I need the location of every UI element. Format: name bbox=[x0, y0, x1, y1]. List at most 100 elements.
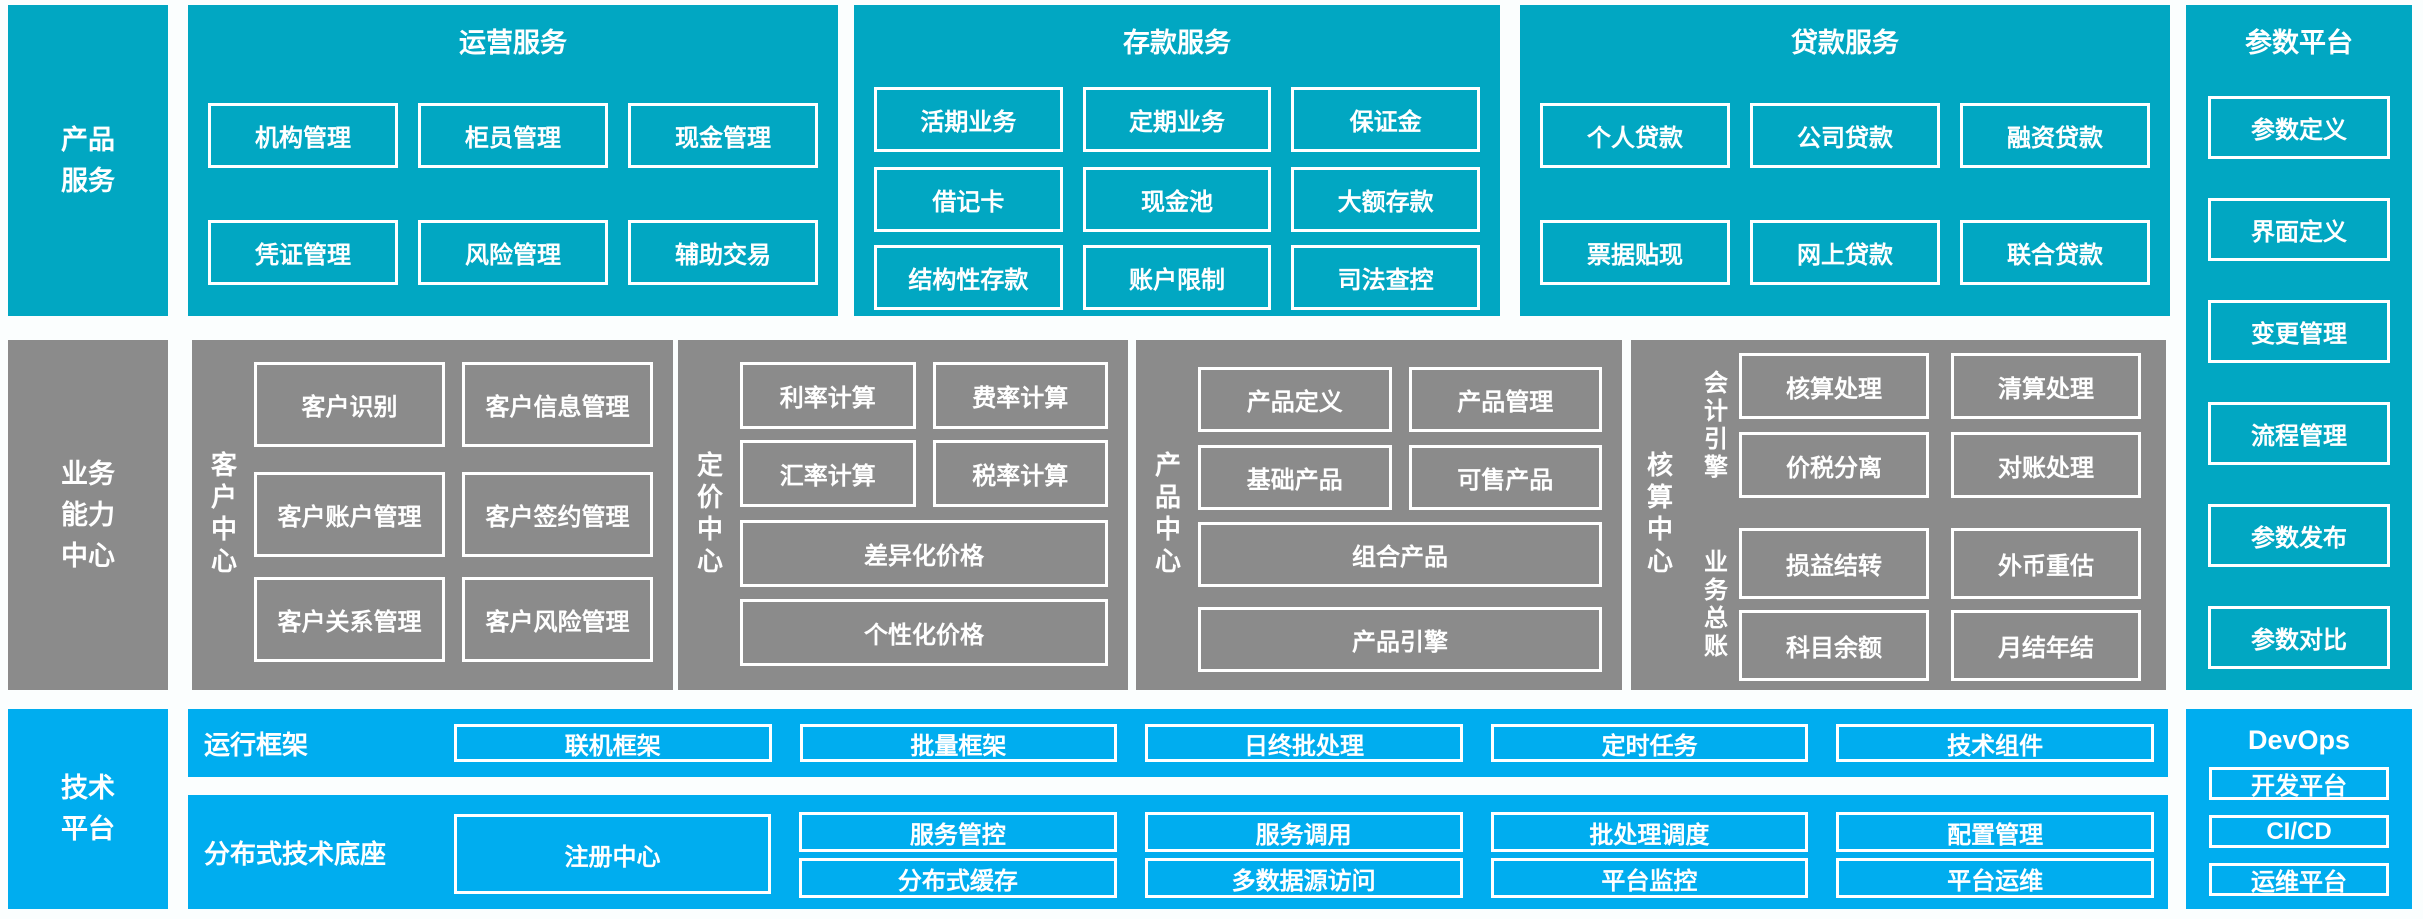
deposit-box: 账户限制 bbox=[1082, 245, 1272, 310]
product-box: 组合产品 bbox=[1198, 522, 1602, 587]
box-row: 个性化价格 bbox=[740, 599, 1108, 666]
box-row: 差异化价格 bbox=[740, 520, 1108, 587]
box-row: 核算处理 清算处理 bbox=[1739, 353, 2141, 419]
runtime-box: 技术组件 bbox=[1836, 724, 2154, 762]
param-box: 流程管理 bbox=[2208, 402, 2390, 465]
product-box: 可售产品 bbox=[1408, 445, 1602, 510]
box-row: 客户关系管理 客户风险管理 bbox=[254, 577, 653, 662]
panel-vertical-label: 定价中心 bbox=[693, 451, 724, 579]
sidebar-label-line: 平台 bbox=[61, 814, 115, 844]
band-distributed-base: 分布式技术底座 注册中心 服务管控 服务调用 批处理调度 配置管理 分布式缓存 … bbox=[188, 795, 2168, 909]
box-row: 科目余额 月结年结 bbox=[1739, 610, 2141, 681]
runtime-box: 定时任务 bbox=[1490, 724, 1809, 762]
deposit-box: 现金池 bbox=[1082, 167, 1272, 232]
devops-box: 运维平台 bbox=[2209, 863, 2389, 896]
ops-box: 现金管理 bbox=[628, 103, 818, 168]
ops-box: 风险管理 bbox=[418, 220, 608, 285]
runtime-box: 联机框架 bbox=[454, 724, 772, 762]
product-box: 产品引擎 bbox=[1198, 607, 1602, 672]
product-box: 产品定义 bbox=[1198, 367, 1392, 432]
product-box: 产品管理 bbox=[1408, 367, 1602, 432]
panel-parameter-platform: 参数平台 参数定义 界面定义 变更管理 流程管理 参数发布 参数对比 bbox=[2186, 5, 2412, 690]
accounting-box: 价税分离 bbox=[1739, 432, 1929, 498]
box-row: 凭证管理 风险管理 辅助交易 bbox=[188, 220, 838, 285]
panel-accounting-center: 核算中心 会计引擎 核算处理 清算处理 价税分离 对账处理 业务总账 bbox=[1631, 340, 2166, 690]
pricing-box: 税率计算 bbox=[932, 440, 1108, 507]
band-label: 运行框架 bbox=[204, 729, 309, 760]
panel-vertical-label: 核算中心 bbox=[1643, 451, 1674, 579]
devops-box: CI/CD bbox=[2209, 815, 2389, 848]
box-row: 个人贷款 公司贷款 融资贷款 bbox=[1520, 103, 2170, 168]
sidebar-label-line: 服务 bbox=[61, 165, 115, 196]
box-row: 基础产品 可售产品 bbox=[1198, 445, 1602, 510]
product-box: 基础产品 bbox=[1198, 445, 1392, 510]
panel-title: 存款服务 bbox=[1123, 28, 1231, 58]
panel-pricing-center: 定价中心 利率计算 费率计算 汇率计算 税率计算 差异化价格 个性化价格 bbox=[678, 340, 1128, 690]
group-grid: 核算处理 清算处理 价税分离 对账处理 bbox=[1739, 353, 2141, 498]
distributed-box: 配置管理 bbox=[1836, 812, 2154, 852]
box-row: 价税分离 对账处理 bbox=[1739, 432, 2141, 498]
runtime-box: 日终批处理 bbox=[1145, 724, 1463, 762]
accounting-box: 对账处理 bbox=[1951, 432, 2141, 498]
pricing-box: 差异化价格 bbox=[740, 520, 1108, 587]
panel-operations-services: 运营服务 机构管理 柜员管理 现金管理 凭证管理 风险管理 辅助交易 bbox=[188, 5, 838, 316]
band-runtime-framework: 运行框架 联机框架 批量框架 日终批处理 定时任务 技术组件 bbox=[188, 709, 2168, 777]
loan-box: 融资贷款 bbox=[1960, 103, 2150, 168]
loan-box: 票据贴现 bbox=[1540, 220, 1730, 285]
param-box: 参数定义 bbox=[2208, 96, 2390, 159]
distributed-box: 服务调用 bbox=[1144, 812, 1463, 852]
panel-title: DevOps bbox=[2247, 725, 2351, 755]
business-ledger-group: 业务总账 损益结转 外币重估 科目余额 月结年结 bbox=[1687, 528, 2141, 681]
ops-box: 柜员管理 bbox=[418, 103, 608, 168]
panel-product-center: 产品中心 产品定义 产品管理 基础产品 可售产品 组合产品 产品引擎 bbox=[1136, 340, 1622, 690]
ops-box: 凭证管理 bbox=[208, 220, 398, 285]
sidebar-label-line: 能力 bbox=[61, 499, 115, 530]
panel-customer-center: 客户中心 客户识别 客户信息管理 客户账户管理 客户签约管理 客户关系管理 客户… bbox=[192, 340, 673, 690]
customer-box: 客户风险管理 bbox=[462, 577, 653, 662]
panel-body: 产品定义 产品管理 基础产品 可售产品 组合产品 产品引擎 bbox=[1198, 340, 1622, 690]
customer-box: 客户识别 bbox=[254, 362, 445, 447]
pricing-box: 利率计算 bbox=[740, 362, 916, 429]
box-row: 活期业务 定期业务 保证金 bbox=[854, 87, 1500, 152]
accounting-box: 科目余额 bbox=[1739, 610, 1929, 681]
deposit-box: 大额存款 bbox=[1291, 167, 1481, 232]
devops-box: 开发平台 bbox=[2209, 767, 2389, 800]
param-box: 变更管理 bbox=[2208, 300, 2390, 363]
pricing-box: 个性化价格 bbox=[740, 599, 1108, 666]
panel-body: 客户识别 客户信息管理 客户账户管理 客户签约管理 客户关系管理 客户风险管理 bbox=[254, 340, 673, 690]
deposit-box: 借记卡 bbox=[874, 167, 1063, 232]
box-row: 票据贴现 网上贷款 联合贷款 bbox=[1520, 220, 2170, 285]
customer-box: 客户账户管理 bbox=[254, 472, 445, 557]
registry-center-box: 注册中心 bbox=[454, 814, 771, 894]
panel-body: 利率计算 费率计算 汇率计算 税率计算 差异化价格 个性化价格 bbox=[740, 340, 1128, 690]
distributed-grid: 服务管控 服务调用 批处理调度 配置管理 分布式缓存 多数据源访问 平台监控 平… bbox=[799, 812, 2154, 898]
distributed-box: 平台运维 bbox=[1836, 858, 2154, 898]
deposit-box: 司法查控 bbox=[1291, 245, 1481, 310]
accounting-box: 清算处理 bbox=[1951, 353, 2141, 419]
box-row: 客户账户管理 客户签约管理 bbox=[254, 472, 653, 557]
panel-body: 会计引擎 核算处理 清算处理 价税分离 对账处理 业务总账 损益结转 bbox=[1687, 340, 2166, 690]
accounting-engine-group: 会计引擎 核算处理 清算处理 价税分离 对账处理 bbox=[1687, 353, 2141, 498]
box-row: 结构性存款 账户限制 司法查控 bbox=[854, 245, 1500, 310]
group-vertical-label: 会计引擎 bbox=[1699, 369, 1727, 482]
customer-box: 客户签约管理 bbox=[462, 472, 653, 557]
distributed-box: 平台监控 bbox=[1490, 858, 1809, 898]
distributed-box: 服务管控 bbox=[799, 812, 1117, 852]
box-row: 损益结转 外币重估 bbox=[1739, 528, 2141, 599]
loan-box: 公司贷款 bbox=[1750, 103, 1940, 168]
box-row: 产品定义 产品管理 bbox=[1198, 367, 1602, 432]
ops-box: 辅助交易 bbox=[628, 220, 818, 285]
box-row: 借记卡 现金池 大额存款 bbox=[854, 167, 1500, 232]
loan-box: 联合贷款 bbox=[1960, 220, 2150, 285]
box-row: 机构管理 柜员管理 现金管理 bbox=[188, 103, 838, 168]
accounting-box: 损益结转 bbox=[1739, 528, 1929, 599]
panel-title: 参数平台 bbox=[2245, 28, 2353, 58]
sidebar-business-capability-center: 业务 能力 中心 bbox=[8, 340, 168, 690]
customer-box: 客户信息管理 bbox=[462, 362, 653, 447]
panel-devops: DevOps 开发平台 CI/CD 运维平台 bbox=[2186, 709, 2412, 909]
pricing-box: 汇率计算 bbox=[740, 440, 916, 507]
sidebar-product-services: 产品 服务 bbox=[8, 5, 168, 316]
loan-box: 个人贷款 bbox=[1540, 103, 1730, 168]
panel-vertical-label: 客户中心 bbox=[207, 451, 238, 579]
